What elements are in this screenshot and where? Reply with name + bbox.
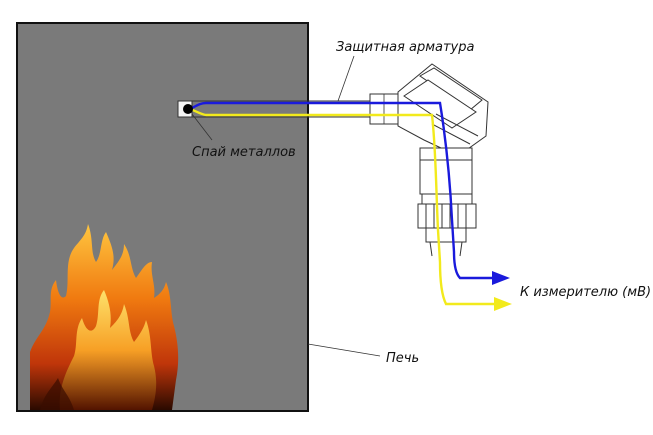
junction-dot: [183, 104, 193, 114]
connection-head: [397, 63, 489, 257]
label-armor: Защитная арматура: [336, 40, 474, 55]
blue-arrow-icon: [492, 271, 510, 285]
junction-leader: [191, 113, 213, 141]
yellow-arrow-icon: [494, 297, 512, 311]
blue-wire: [189, 101, 492, 280]
yellow-wire: [189, 107, 494, 306]
label-junction: Спай металлов: [192, 145, 296, 160]
armor-leader: [337, 55, 355, 102]
furnace-leader: [307, 343, 381, 357]
flame-icon: [30, 224, 179, 410]
label-meter: К измерителю (мВ): [520, 285, 651, 300]
label-furnace: Печь: [386, 351, 419, 366]
